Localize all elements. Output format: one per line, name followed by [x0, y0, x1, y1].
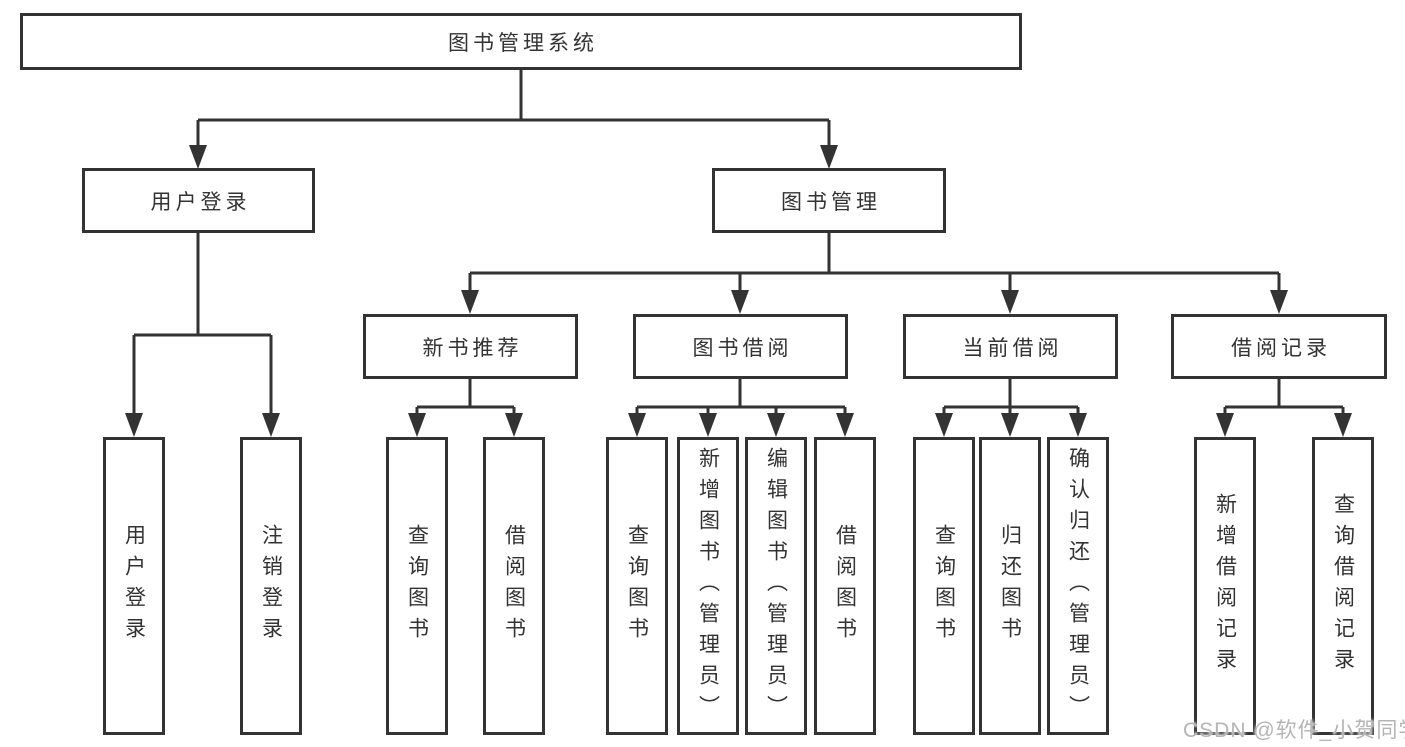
- node-root-system: 图书管理系统: [20, 13, 1022, 70]
- arrowheads: [125, 145, 1352, 437]
- leaf-return-book: 归还图书: [979, 437, 1041, 735]
- leaf-borrow-book-recommend: 借阅图书: [483, 437, 545, 735]
- leaf-query-borrow-record: 查询借阅记录: [1312, 437, 1374, 735]
- leaf-query-book-recommend: 查询图书: [386, 437, 448, 735]
- node-current-borrow: 当前借阅: [903, 314, 1118, 379]
- node-new-book-recommend: 新书推荐: [363, 314, 578, 379]
- leaf-confirm-return-admin: 确认归还（管理员）: [1047, 437, 1109, 735]
- leaf-query-book-borrow: 查询图书: [606, 437, 668, 735]
- csdn-watermark: CSDN @软件_小贺同学: [1183, 719, 1405, 742]
- leaf-add-borrow-record: 新增借阅记录: [1194, 437, 1256, 735]
- leaf-edit-book-admin: 编辑图书（管理员）: [745, 437, 807, 735]
- node-user-login: 用户登录: [82, 168, 315, 233]
- leaf-add-book-admin: 新增图书（管理员）: [677, 437, 739, 735]
- node-book-management: 图书管理: [712, 168, 946, 233]
- leaf-borrow-book: 借阅图书: [814, 437, 876, 735]
- node-book-borrow: 图书借阅: [633, 314, 848, 379]
- node-borrow-records: 借阅记录: [1171, 314, 1387, 379]
- leaf-user-login: 用户登录: [103, 437, 165, 735]
- leaf-query-book-current: 查询图书: [913, 437, 975, 735]
- leaf-logout: 注销登录: [240, 437, 302, 735]
